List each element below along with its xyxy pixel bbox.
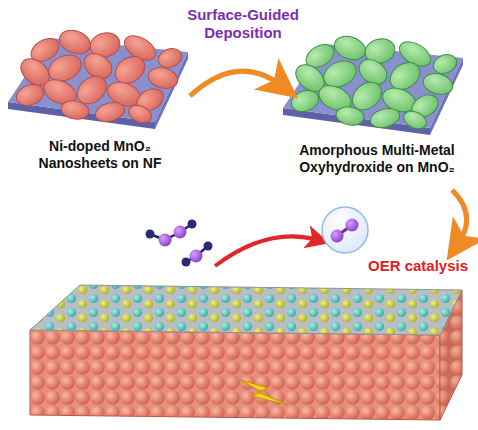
oxyhydroxide-nanosheets [283, 32, 463, 135]
step-label: Surface-Guided Deposition [172, 6, 314, 42]
process-arrow [452, 190, 467, 244]
catalyst-slab [30, 285, 462, 420]
reactant-molecules [146, 220, 213, 267]
oxygen-bubble [322, 207, 368, 253]
lightning-bolt [240, 380, 288, 405]
mno2-nanosheets [8, 26, 188, 129]
process-arrow [190, 71, 282, 96]
process-label: OER catalysis [362, 257, 474, 275]
sample-label: Amorphous Multi-Metal Oxyhydroxide on Mn… [285, 142, 469, 176]
sample-label: Ni-doped MnO₂ Nanosheets on NF [22, 138, 178, 172]
reaction-arrow [215, 236, 318, 266]
